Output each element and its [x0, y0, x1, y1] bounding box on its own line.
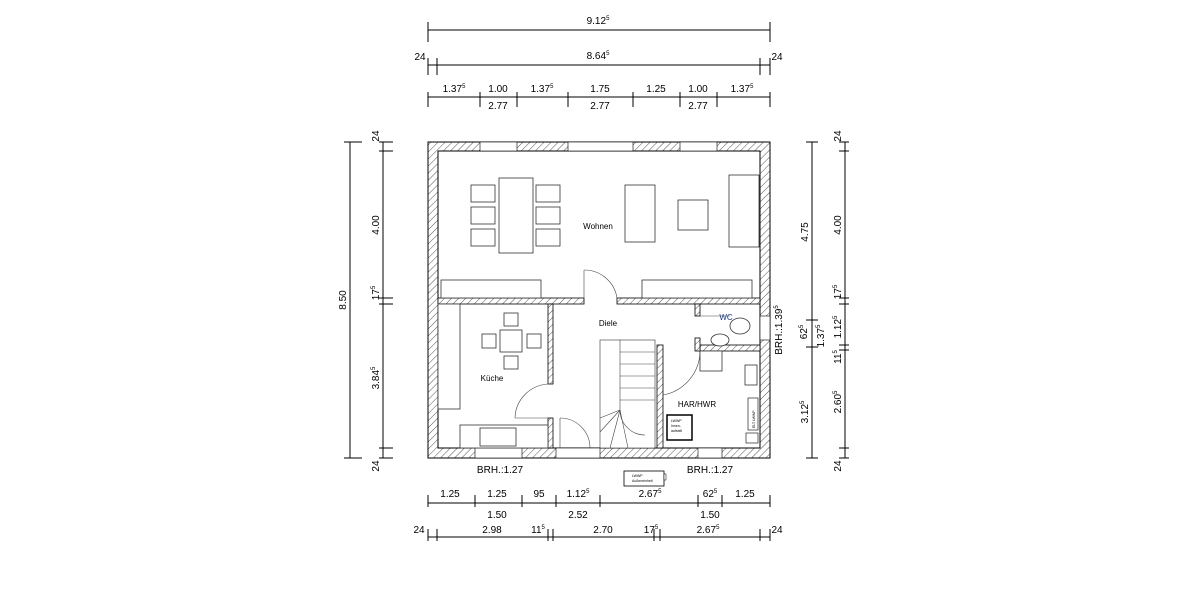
- dim-segment: 24: [371, 130, 382, 142]
- dim-wall-right: 24: [771, 52, 783, 63]
- svg-text:aufstell: aufstell: [671, 429, 682, 433]
- dim-opening: 2.675: [639, 489, 662, 500]
- dim-outer: 1.375: [816, 324, 827, 347]
- dim-room: 2.675: [697, 525, 720, 536]
- room-label-kueche: Küche: [481, 374, 504, 383]
- toilet: [729, 317, 751, 335]
- dim-outer: 3.125: [800, 400, 811, 423]
- dim-segment: 115: [833, 349, 844, 363]
- dim-opening: 1.00: [688, 84, 708, 95]
- dim-inner-width: 8.645: [587, 51, 610, 62]
- room-label-diele: Diele: [599, 319, 618, 328]
- kitchen-table: [499, 329, 523, 353]
- coffee-table: [677, 199, 709, 231]
- svg-text:LWWP: LWWP: [671, 419, 682, 423]
- kitchen-sink: [479, 427, 517, 447]
- dim-segment: 24: [371, 460, 382, 472]
- room-label-wohnen: Wohnen: [583, 222, 613, 231]
- svg-text:Außeneinheit: Außeneinheit: [632, 479, 653, 483]
- dim-segment: 24: [833, 460, 844, 472]
- dim-room: 24: [413, 525, 425, 536]
- brh-label-bottom-right: BRH.:1.27: [687, 465, 734, 476]
- dim-segment: 24: [833, 130, 844, 142]
- brh-label-bottom-left: BRH.:1.27: [477, 465, 524, 476]
- room-label-har-hwr: HAR/HWR: [678, 400, 716, 409]
- wc-basin: [710, 333, 730, 347]
- dim-room: 24: [771, 525, 783, 536]
- svg-text:LWWP: LWWP: [632, 474, 643, 478]
- dim-opening: 1.00: [488, 84, 508, 95]
- dim-room: 2.98: [482, 525, 502, 536]
- kitchen-counter: [437, 303, 461, 410]
- dim-opening: 1.375: [443, 84, 466, 95]
- dim-opening-height: 2.77: [590, 101, 610, 112]
- sideboard: [440, 279, 542, 299]
- dim-segment: 175: [371, 285, 382, 300]
- right-dimensions: 4.75 625 1.375 3.125 24 4.00 175 1.125 115 2.605 2…: [799, 130, 849, 472]
- dim-outer: 625: [799, 324, 810, 339]
- room-label-wc: WC: [719, 313, 733, 322]
- dim-opening: 95: [533, 489, 545, 500]
- dim-opening: 1.375: [731, 84, 754, 95]
- dim-opening: 1.125: [567, 489, 590, 500]
- dim-room: 115: [531, 525, 545, 536]
- elt-lwwp-panel: ELT LWWP: [747, 397, 759, 431]
- furniture: LWWP Innen- aufstell ELT LWWP: [437, 174, 760, 449]
- tv-board: [641, 279, 753, 299]
- armchair: [624, 184, 656, 243]
- dim-opening-height: 2.77: [688, 101, 708, 112]
- dim-segment: 2.605: [833, 390, 844, 413]
- lwwp-outdoor-unit: LWWP Außeneinheit: [623, 470, 667, 487]
- dim-room: 175: [644, 525, 659, 536]
- dim-segment: 4.00: [833, 215, 844, 235]
- washing-machine: [699, 350, 723, 372]
- staircase: [599, 339, 656, 449]
- dim-segment: 175: [833, 284, 844, 299]
- dim-wall-left: 24: [414, 52, 426, 63]
- windows: [474, 141, 771, 459]
- dim-opening-height: 1.50: [700, 510, 720, 521]
- dim-outer: 4.75: [800, 222, 811, 242]
- top-dimensions: 9.125 24 24 8.645 1.375 1.00 1.375 1.75 1.25…: [414, 16, 783, 112]
- sofa: [728, 174, 760, 248]
- dim-segment: 1.125: [833, 315, 844, 338]
- svg-text:Innen-: Innen-: [671, 424, 682, 428]
- dining-table: [498, 177, 534, 254]
- left-dimensions: 8.50 24 4.00 175 3.845 24: [338, 130, 393, 472]
- dim-segment: 4.00: [371, 215, 382, 235]
- lwwp-indoor-unit: LWWP Innen- aufstell: [666, 414, 693, 441]
- dim-opening: 1.25: [487, 489, 507, 500]
- dim-overall-depth: 8.50: [338, 290, 349, 310]
- bottom-dimensions: 1.25 1.25 95 1.125 2.675 625 1.25 1.50 2.52 1.50 2…: [413, 489, 783, 541]
- dim-opening-height: 2.52: [568, 510, 588, 521]
- dim-opening-height: 1.50: [487, 510, 507, 521]
- walls: [427, 141, 771, 459]
- dim-opening-height: 2.77: [488, 101, 508, 112]
- dim-opening: 1.25: [735, 489, 755, 500]
- brh-label-right: BRH.:1.395: [774, 305, 785, 355]
- dim-room: 2.70: [593, 525, 613, 536]
- dim-opening: 1.25: [646, 84, 666, 95]
- svg-text:ELT LWWP: ELT LWWP: [752, 410, 756, 428]
- doors: [514, 269, 730, 449]
- dim-opening: 1.375: [531, 84, 554, 95]
- dim-opening: 625: [703, 489, 718, 500]
- dim-opening: 1.25: [440, 489, 460, 500]
- dim-overall-width: 9.125: [587, 16, 610, 27]
- dim-segment: 3.845: [371, 366, 382, 389]
- dim-opening: 1.75: [590, 84, 610, 95]
